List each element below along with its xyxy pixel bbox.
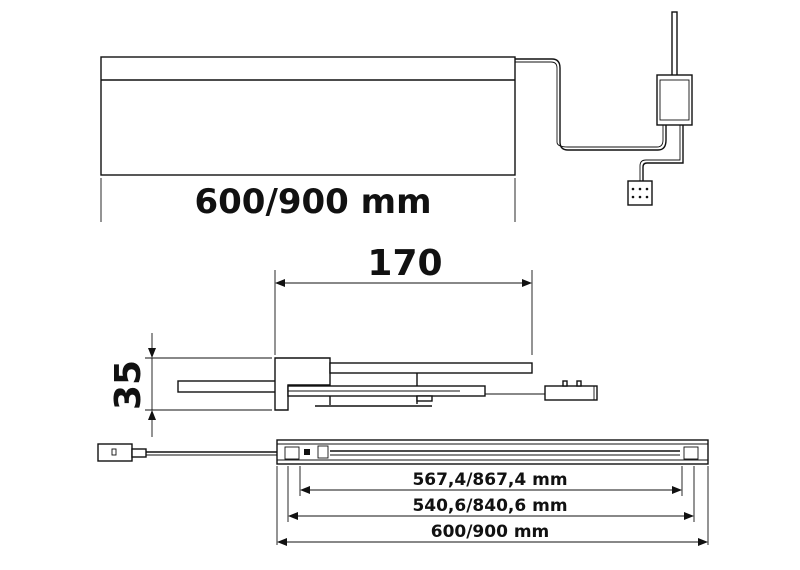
height-label: 35 [108, 360, 149, 410]
cable [515, 58, 667, 151]
dim-overall-label: 600/900 mm [431, 522, 550, 542]
bottom-view: 567,4/867,4 mm 540,6/840,6 mm 600/900 mm [97, 439, 709, 546]
light-panel [100, 56, 516, 176]
dim-mid-label: 540,6/840,6 mm [412, 496, 567, 516]
driver-box [656, 74, 693, 126]
top-view: 600/900 mm [100, 11, 693, 222]
antenna [671, 11, 678, 79]
connector-block [627, 180, 653, 206]
depth-label: 170 [367, 243, 442, 284]
dim-inner-label: 567,4/867,4 mm [412, 470, 567, 490]
sensor-cable [642, 125, 684, 181]
section-view: 170 35 [108, 243, 598, 437]
top-width-label: 600/900 mm [194, 182, 431, 222]
remote-switch [97, 443, 133, 462]
profile-block [274, 357, 331, 411]
section-connector [544, 385, 598, 401]
